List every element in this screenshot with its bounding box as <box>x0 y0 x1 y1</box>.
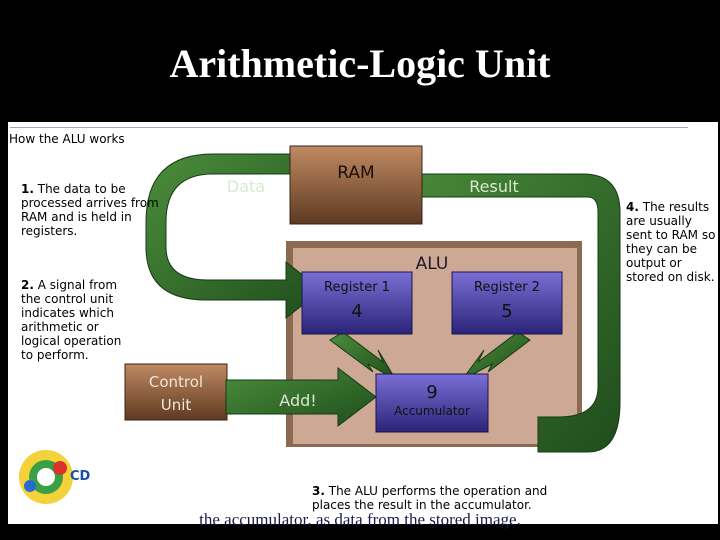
figure-heading: How the ALU works <box>9 132 125 146</box>
step-3-number: 3. <box>312 484 325 498</box>
alu-diagram: RAM Data Result ALU Register 1 4 Registe… <box>10 127 688 504</box>
ram-box <box>289 145 423 225</box>
step-3-note: 3. The ALU performs the operation and pl… <box>312 484 562 512</box>
step-2-text: A signal from the control unit indicates… <box>21 278 122 362</box>
step-1-note: 1. The data to be processed arrives from… <box>21 182 161 238</box>
accumulator-value: 9 <box>426 382 437 403</box>
cd-logo: CD <box>19 450 91 504</box>
control-unit-line1: Control <box>149 373 203 391</box>
accumulator-box <box>375 373 489 433</box>
step-4-text: The results are usually sent to RAM so t… <box>626 200 716 284</box>
reg1-to-acc-arrow <box>329 331 398 382</box>
add-signal-arrow <box>225 366 377 428</box>
result-label: Result <box>469 177 518 196</box>
step-3-text: The ALU performs the operation and place… <box>312 484 548 512</box>
step-4-number: 4. <box>626 200 639 214</box>
register-2-box <box>451 271 563 335</box>
footer-caption: the accumulator, as data from the stored… <box>199 510 521 529</box>
register-2-value: 5 <box>501 301 512 322</box>
header-rule <box>10 127 688 128</box>
add-label: Add! <box>279 391 316 410</box>
accumulator-label: Accumulator <box>394 404 470 418</box>
alu-diagram-figure: RAM Data Result ALU Register 1 4 Registe… <box>8 122 718 524</box>
step-2-number: 2. <box>21 278 34 292</box>
control-unit-line2: Unit <box>161 396 192 414</box>
register-1-label: Register 1 <box>324 280 390 295</box>
logo-text: CD <box>70 469 91 484</box>
reg2-to-acc-arrow <box>461 331 531 381</box>
register-1-value: 4 <box>351 301 362 322</box>
register-2-label: Register 2 <box>474 280 540 295</box>
step-1-text: The data to be processed arrives from RA… <box>21 182 159 238</box>
slide-title: Arithmetic-Logic Unit <box>169 41 551 86</box>
ram-label: RAM <box>337 163 374 183</box>
alu-label: ALU <box>416 254 449 274</box>
step-4-note: 4. The results are usually sent to RAM s… <box>626 200 716 284</box>
step-2-note: 2. A signal from the control unit indica… <box>21 278 133 362</box>
step-1-number: 1. <box>21 182 34 196</box>
register-1-box <box>301 271 413 335</box>
data-label: Data <box>227 177 265 196</box>
